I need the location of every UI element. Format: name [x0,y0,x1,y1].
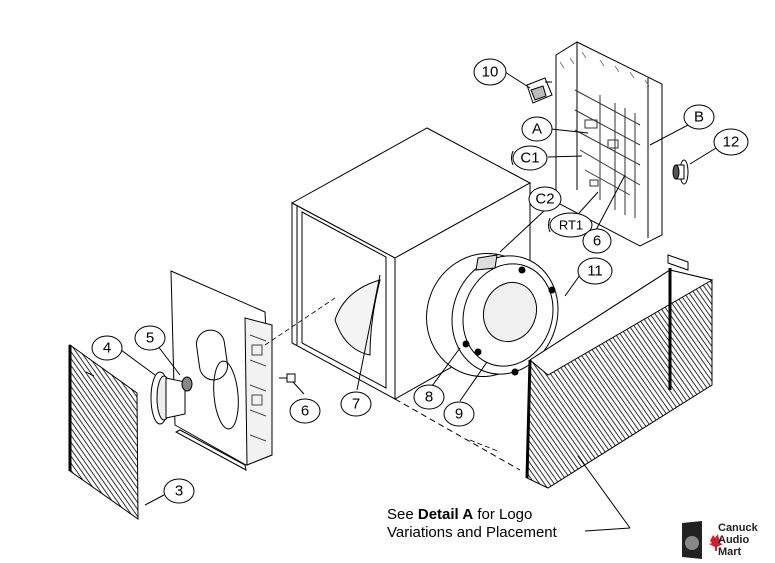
cabinet-box [290,127,532,471]
logo-detail-note: See Detail A for Logo Variations and Pla… [387,506,557,542]
label-parentheses [511,150,551,233]
watermark-text: Canuck Audio Mart [718,522,758,558]
watermark-line-3: Mart [718,546,742,558]
crossover-panel [555,41,663,247]
callout-label-4: 4 [103,340,111,357]
callout-11 [577,257,613,285]
midrange-driver [150,371,193,425]
note-detail-ref: Detail A [417,506,474,523]
callout-label-11: 11 [587,263,603,280]
alignment-lines [264,297,501,453]
callout-8 [413,384,445,410]
callout-label-9: 9 [455,406,463,423]
callout-4 [91,335,123,361]
terminal-connector [526,77,553,104]
callout-10 [473,58,507,86]
callout-label-6-right: 6 [593,233,601,250]
callout-label-3: 3 [175,483,183,500]
callout-6-right [582,228,612,254]
callout-bubbles [91,58,749,504]
callout-label-6-left: 6 [301,403,309,420]
callout-12 [713,128,749,156]
callout-label-8: 8 [425,389,433,406]
callout-6-left [289,398,321,424]
callout-b [683,104,715,130]
callout-c2 [528,186,562,212]
note-line-1: See Detail A for Logo [387,506,557,524]
callout-label-b: B [694,109,704,126]
callout-label-rt1: RT1 [559,218,583,233]
callout-3 [163,478,195,504]
callout-label-10: 10 [482,64,499,81]
callout-labels: 10 A B 12 C1 C2 RT1 6 11 4 5 6 7 8 9 3 [103,64,740,500]
small-connector [279,373,296,383]
side-grille [525,254,714,489]
callout-9 [443,401,475,427]
front-baffle [170,270,273,471]
front-grille [68,344,139,520]
note-prefix: See [387,506,418,523]
callout-label-c2: C2 [535,191,554,208]
callout-rt1 [549,212,593,238]
tweeter-part [672,159,689,185]
speaker-cone-icon [685,536,699,550]
callout-label-7: 7 [352,396,360,413]
maple-leaf-icon [709,534,723,551]
woofer-driver [426,252,559,378]
watermark-logo [682,521,723,559]
callout-label-a: A [532,121,542,138]
watermark-line-1: Canuck [718,522,758,534]
note-line-2: Variations and Placement [387,524,557,541]
callout-label-c1: C1 [520,150,539,167]
callout-label-5: 5 [146,330,154,347]
note-suffix: for Logo [473,506,533,523]
callout-a [521,116,553,142]
callout-c1 [512,145,548,171]
callout-7 [340,391,372,417]
callout-label-12: 12 [723,134,740,151]
watermark-line-2: Audio [718,534,750,546]
callout-5 [134,325,166,351]
